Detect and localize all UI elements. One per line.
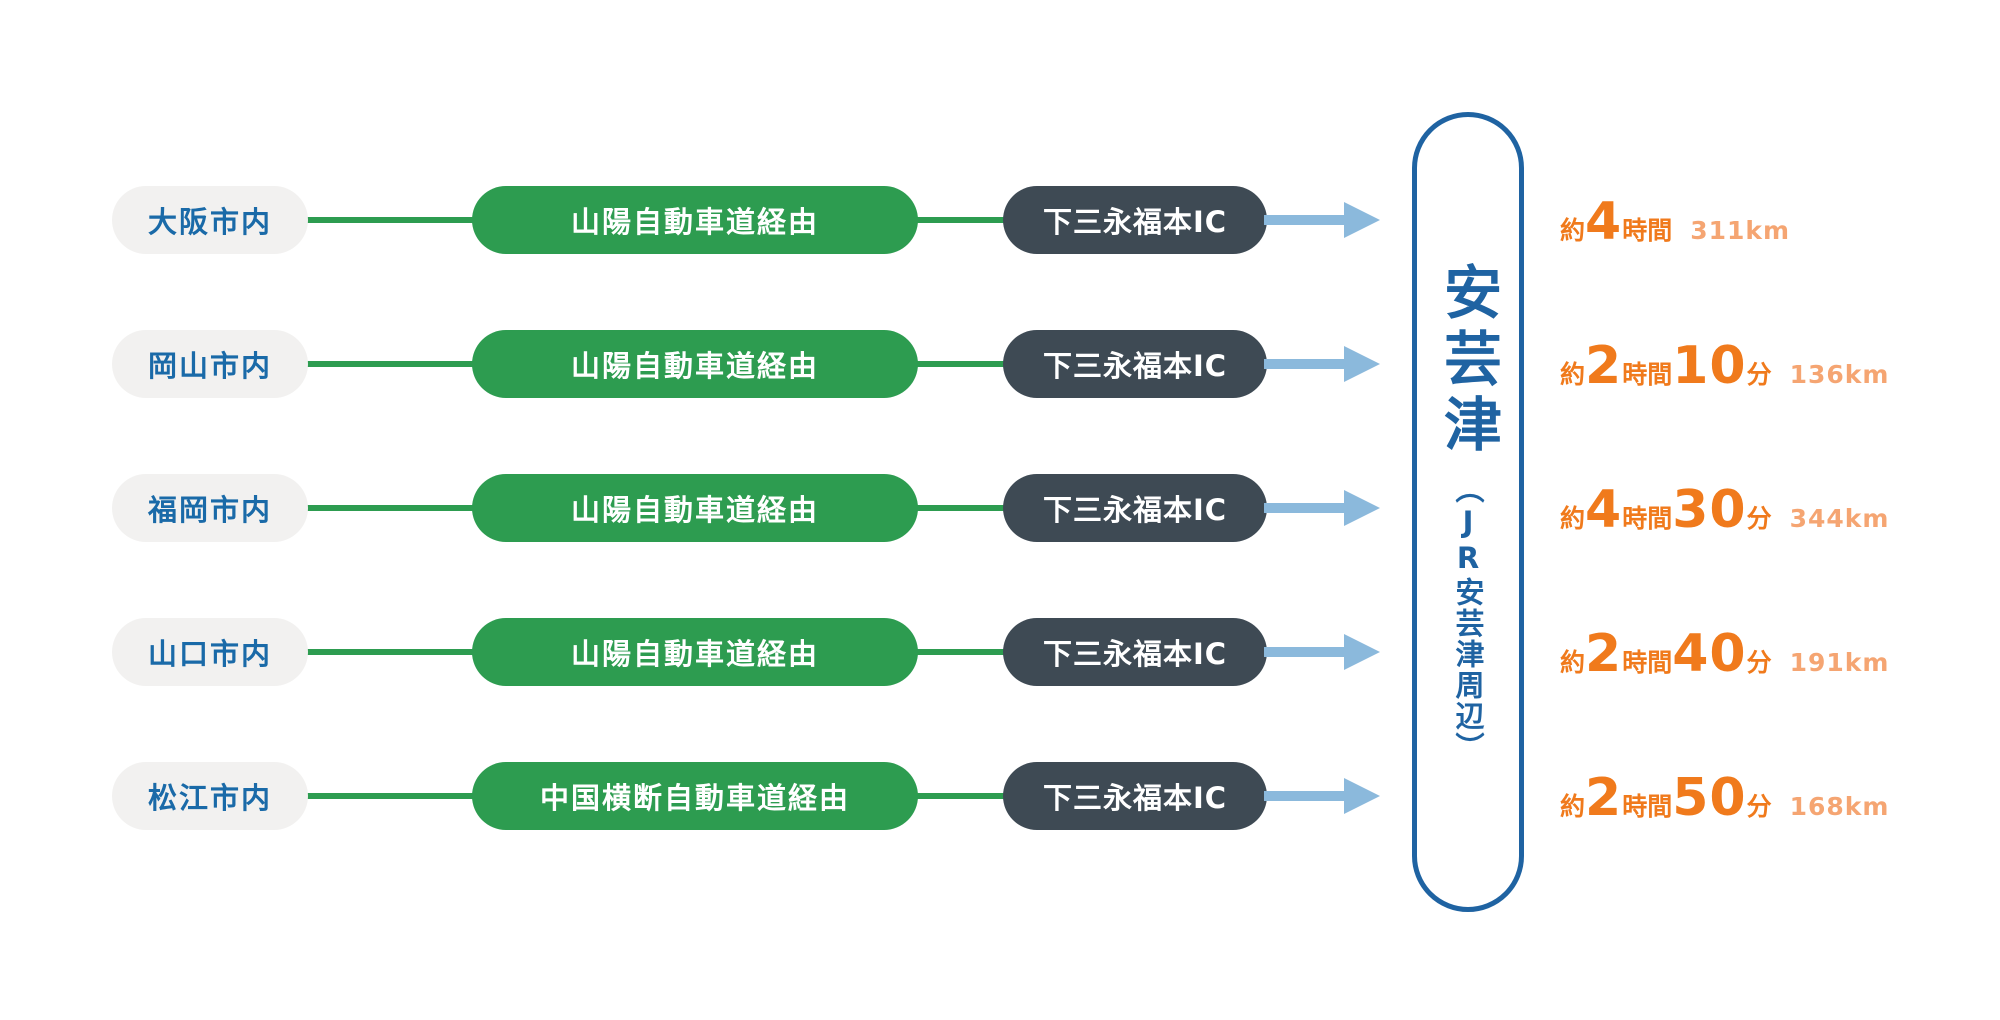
travel-time: 約 4 時間 30 分 344km: [1560, 480, 1890, 540]
right-arrow-icon: [1264, 346, 1380, 382]
distance-label: 168km: [1789, 792, 1890, 821]
distance-label: 136km: [1789, 360, 1890, 389]
right-arrow-icon: [1264, 202, 1380, 238]
travel-time: 約 2 時間 40 分 191km: [1560, 624, 1890, 684]
destination-box: 安芸津 （JR安芸津周辺）: [1412, 112, 1524, 912]
route-row-fukuoka: 福岡市内 山陽自動車道経由 下三永福本IC 約 4 時間 30 分 344km: [0, 474, 2000, 542]
distance-label: 344km: [1789, 504, 1890, 533]
origin-label: 松江市内: [112, 762, 308, 830]
travel-time: 約 4 時間 311km: [1560, 192, 1791, 252]
interchange-label: 下三永福本IC: [1003, 330, 1267, 398]
origin-label: 福岡市内: [112, 474, 308, 542]
route-label: 中国横断自動車道経由: [472, 762, 918, 830]
travel-time: 約 2 時間 50 分 168km: [1560, 768, 1890, 828]
origin-label: 山口市内: [112, 618, 308, 686]
interchange-label: 下三永福本IC: [1003, 618, 1267, 686]
route-label: 山陽自動車道経由: [472, 186, 918, 254]
origin-label: 大阪市内: [112, 186, 308, 254]
route-row-osaka: 大阪市内 山陽自動車道経由 下三永福本IC 約 4 時間 311km: [0, 186, 2000, 254]
right-arrow-icon: [1264, 778, 1380, 814]
route-row-matsue: 松江市内 中国横断自動車道経由 下三永福本IC 約 2 時間 50 分 168k…: [0, 762, 2000, 830]
right-arrow-icon: [1264, 490, 1380, 526]
route-label: 山陽自動車道経由: [472, 330, 918, 398]
route-row-yamaguchi: 山口市内 山陽自動車道経由 下三永福本IC 約 2 時間 40 分 191km: [0, 618, 2000, 686]
route-row-okayama: 岡山市内 山陽自動車道経由 下三永福本IC 約 2 時間 10 分 136km: [0, 330, 2000, 398]
interchange-label: 下三永福本IC: [1003, 762, 1267, 830]
interchange-label: 下三永福本IC: [1003, 186, 1267, 254]
route-label: 山陽自動車道経由: [472, 474, 918, 542]
destination-name: 安芸津: [1434, 261, 1502, 460]
interchange-label: 下三永福本IC: [1003, 474, 1267, 542]
travel-time: 約 2 時間 10 分 136km: [1560, 336, 1890, 396]
destination-subtitle: （JR安芸津周辺）: [1451, 473, 1485, 763]
distance-label: 311km: [1690, 216, 1791, 245]
right-arrow-icon: [1264, 634, 1380, 670]
route-label: 山陽自動車道経由: [472, 618, 918, 686]
distance-label: 191km: [1789, 648, 1890, 677]
origin-label: 岡山市内: [112, 330, 308, 398]
